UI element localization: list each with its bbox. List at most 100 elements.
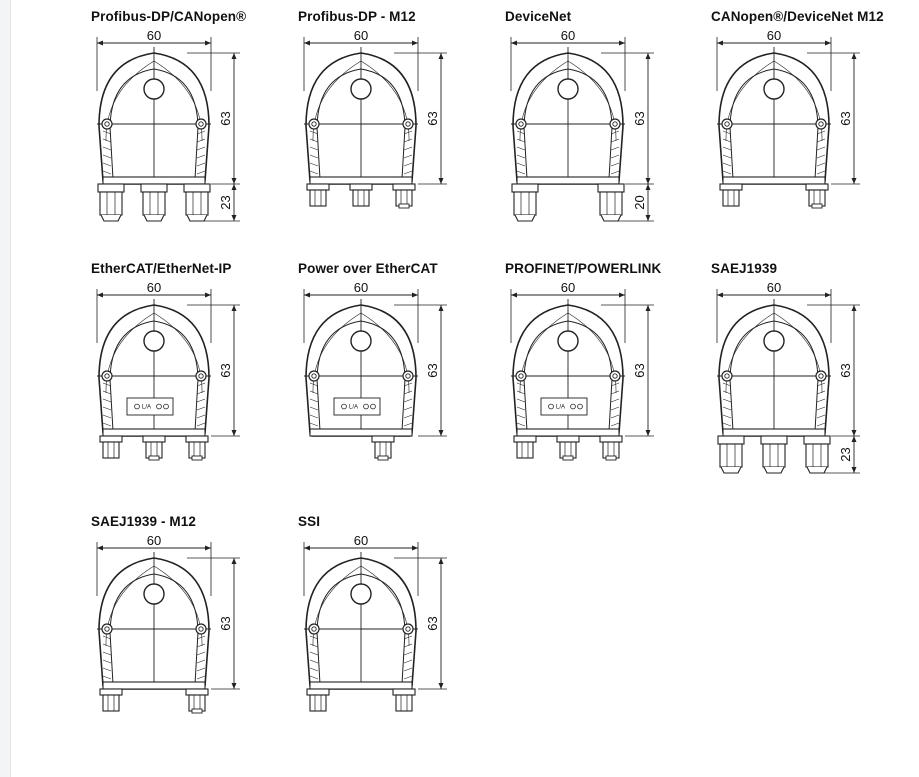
variant-title: DeviceNet: [505, 9, 572, 24]
m12-body: [516, 441, 534, 459]
rib-hatch: [309, 406, 319, 411]
screw-icon: [721, 118, 733, 130]
rib-hatch: [196, 162, 206, 167]
rib-hatch: [196, 651, 206, 656]
rib-hatch: [309, 170, 319, 175]
top-cap-circle: [143, 583, 165, 605]
rib-hatch: [722, 390, 732, 395]
m12-flange: [185, 435, 209, 443]
led-indicator-icon: [156, 403, 162, 410]
encoder-housing: [97, 552, 211, 690]
m12-flange: [392, 688, 416, 696]
rib-hatch: [516, 162, 526, 167]
housing-shading-line: [360, 565, 410, 647]
width-dimension-label: 60: [561, 280, 575, 295]
m12-male-connector: [719, 183, 743, 207]
rib-hatch: [610, 390, 620, 395]
m12-male-connector: [392, 688, 416, 712]
rib-hatch: [102, 675, 112, 680]
height-dimension-label: 63: [218, 363, 233, 377]
cable-gland-connector: [597, 183, 625, 222]
dimension-arrow: [304, 292, 310, 298]
rib-hatch: [102, 146, 112, 151]
dimension-arrow: [645, 53, 651, 59]
rib-hatch: [196, 422, 206, 427]
led-indicator-icon: [548, 403, 554, 410]
rib-hatch: [102, 390, 112, 395]
bottom-dimension-label: 20: [632, 195, 647, 209]
screw-icon: [308, 370, 320, 382]
top-cap-circle: [763, 330, 785, 352]
rib-hatch: [403, 414, 413, 419]
rib-hatch: [102, 382, 112, 387]
cable-gland-connector: [183, 183, 211, 222]
m12-flange: [306, 183, 330, 191]
rib-hatch: [516, 130, 526, 135]
rib-hatch: [309, 643, 319, 648]
gland-body: [805, 443, 829, 468]
rib-hatch: [610, 422, 620, 427]
m12-female-connector: [392, 183, 416, 209]
gland-tip: [720, 466, 742, 474]
left-margin-bar: [0, 0, 11, 777]
screw-icon: [609, 370, 621, 382]
rib-hatch: [403, 651, 413, 656]
rib-hatch: [403, 675, 413, 680]
housing-shading-line: [153, 60, 203, 142]
cable-gland-connector: [97, 183, 125, 222]
rib-hatch: [610, 398, 620, 403]
dimension-arrow: [231, 558, 237, 564]
rib-hatch: [610, 382, 620, 387]
m12-socket-tip: [191, 708, 203, 714]
m12-socket-tip: [605, 455, 617, 461]
height-dimension-label: 63: [425, 111, 440, 125]
screw-head: [198, 121, 204, 127]
rib-hatch: [403, 667, 413, 672]
m12-socket-tip: [398, 203, 410, 209]
led-panel-frame: [333, 397, 381, 416]
width-dimension-label: 60: [354, 28, 368, 43]
m12-female-connector: [185, 435, 209, 461]
dimension-arrow: [205, 545, 211, 551]
rib-hatch: [816, 170, 826, 175]
dimension-arrow: [645, 184, 651, 190]
height-dimension-label: 63: [632, 111, 647, 125]
gland-nut: [511, 183, 539, 193]
screw-icon: [402, 370, 414, 382]
m12-socket-tip: [191, 455, 203, 461]
dimension-arrow: [851, 305, 857, 311]
m12-female-connector: [185, 688, 209, 714]
screw-head: [612, 373, 618, 379]
rib-hatch: [309, 162, 319, 167]
rib-hatch: [196, 382, 206, 387]
m12-flange: [805, 183, 829, 191]
height-dimension-label: 63: [838, 363, 853, 377]
m12-male-connector: [99, 688, 123, 712]
rib-hatch: [722, 170, 732, 175]
rib-hatch: [403, 643, 413, 648]
rib-hatch: [102, 162, 112, 167]
rib-hatch: [309, 422, 319, 427]
dimension-arrow: [205, 292, 211, 298]
top-cap-circle: [143, 78, 165, 100]
screw-head: [198, 626, 204, 632]
rib-hatch: [196, 414, 206, 419]
rib-hatch: [309, 146, 319, 151]
rib-hatch: [403, 154, 413, 159]
rib-hatch: [516, 422, 526, 427]
housing-base: [309, 681, 413, 690]
rib-hatch: [816, 162, 826, 167]
screw-head: [104, 626, 110, 632]
screw-icon: [195, 623, 207, 635]
dimension-arrow: [511, 40, 517, 46]
dimension-arrow: [619, 292, 625, 298]
screw-icon: [515, 370, 527, 382]
dimension-arrow: [645, 215, 651, 221]
top-cap-circle: [350, 330, 372, 352]
screw-icon: [101, 118, 113, 130]
cable-gland-connector: [511, 183, 539, 222]
